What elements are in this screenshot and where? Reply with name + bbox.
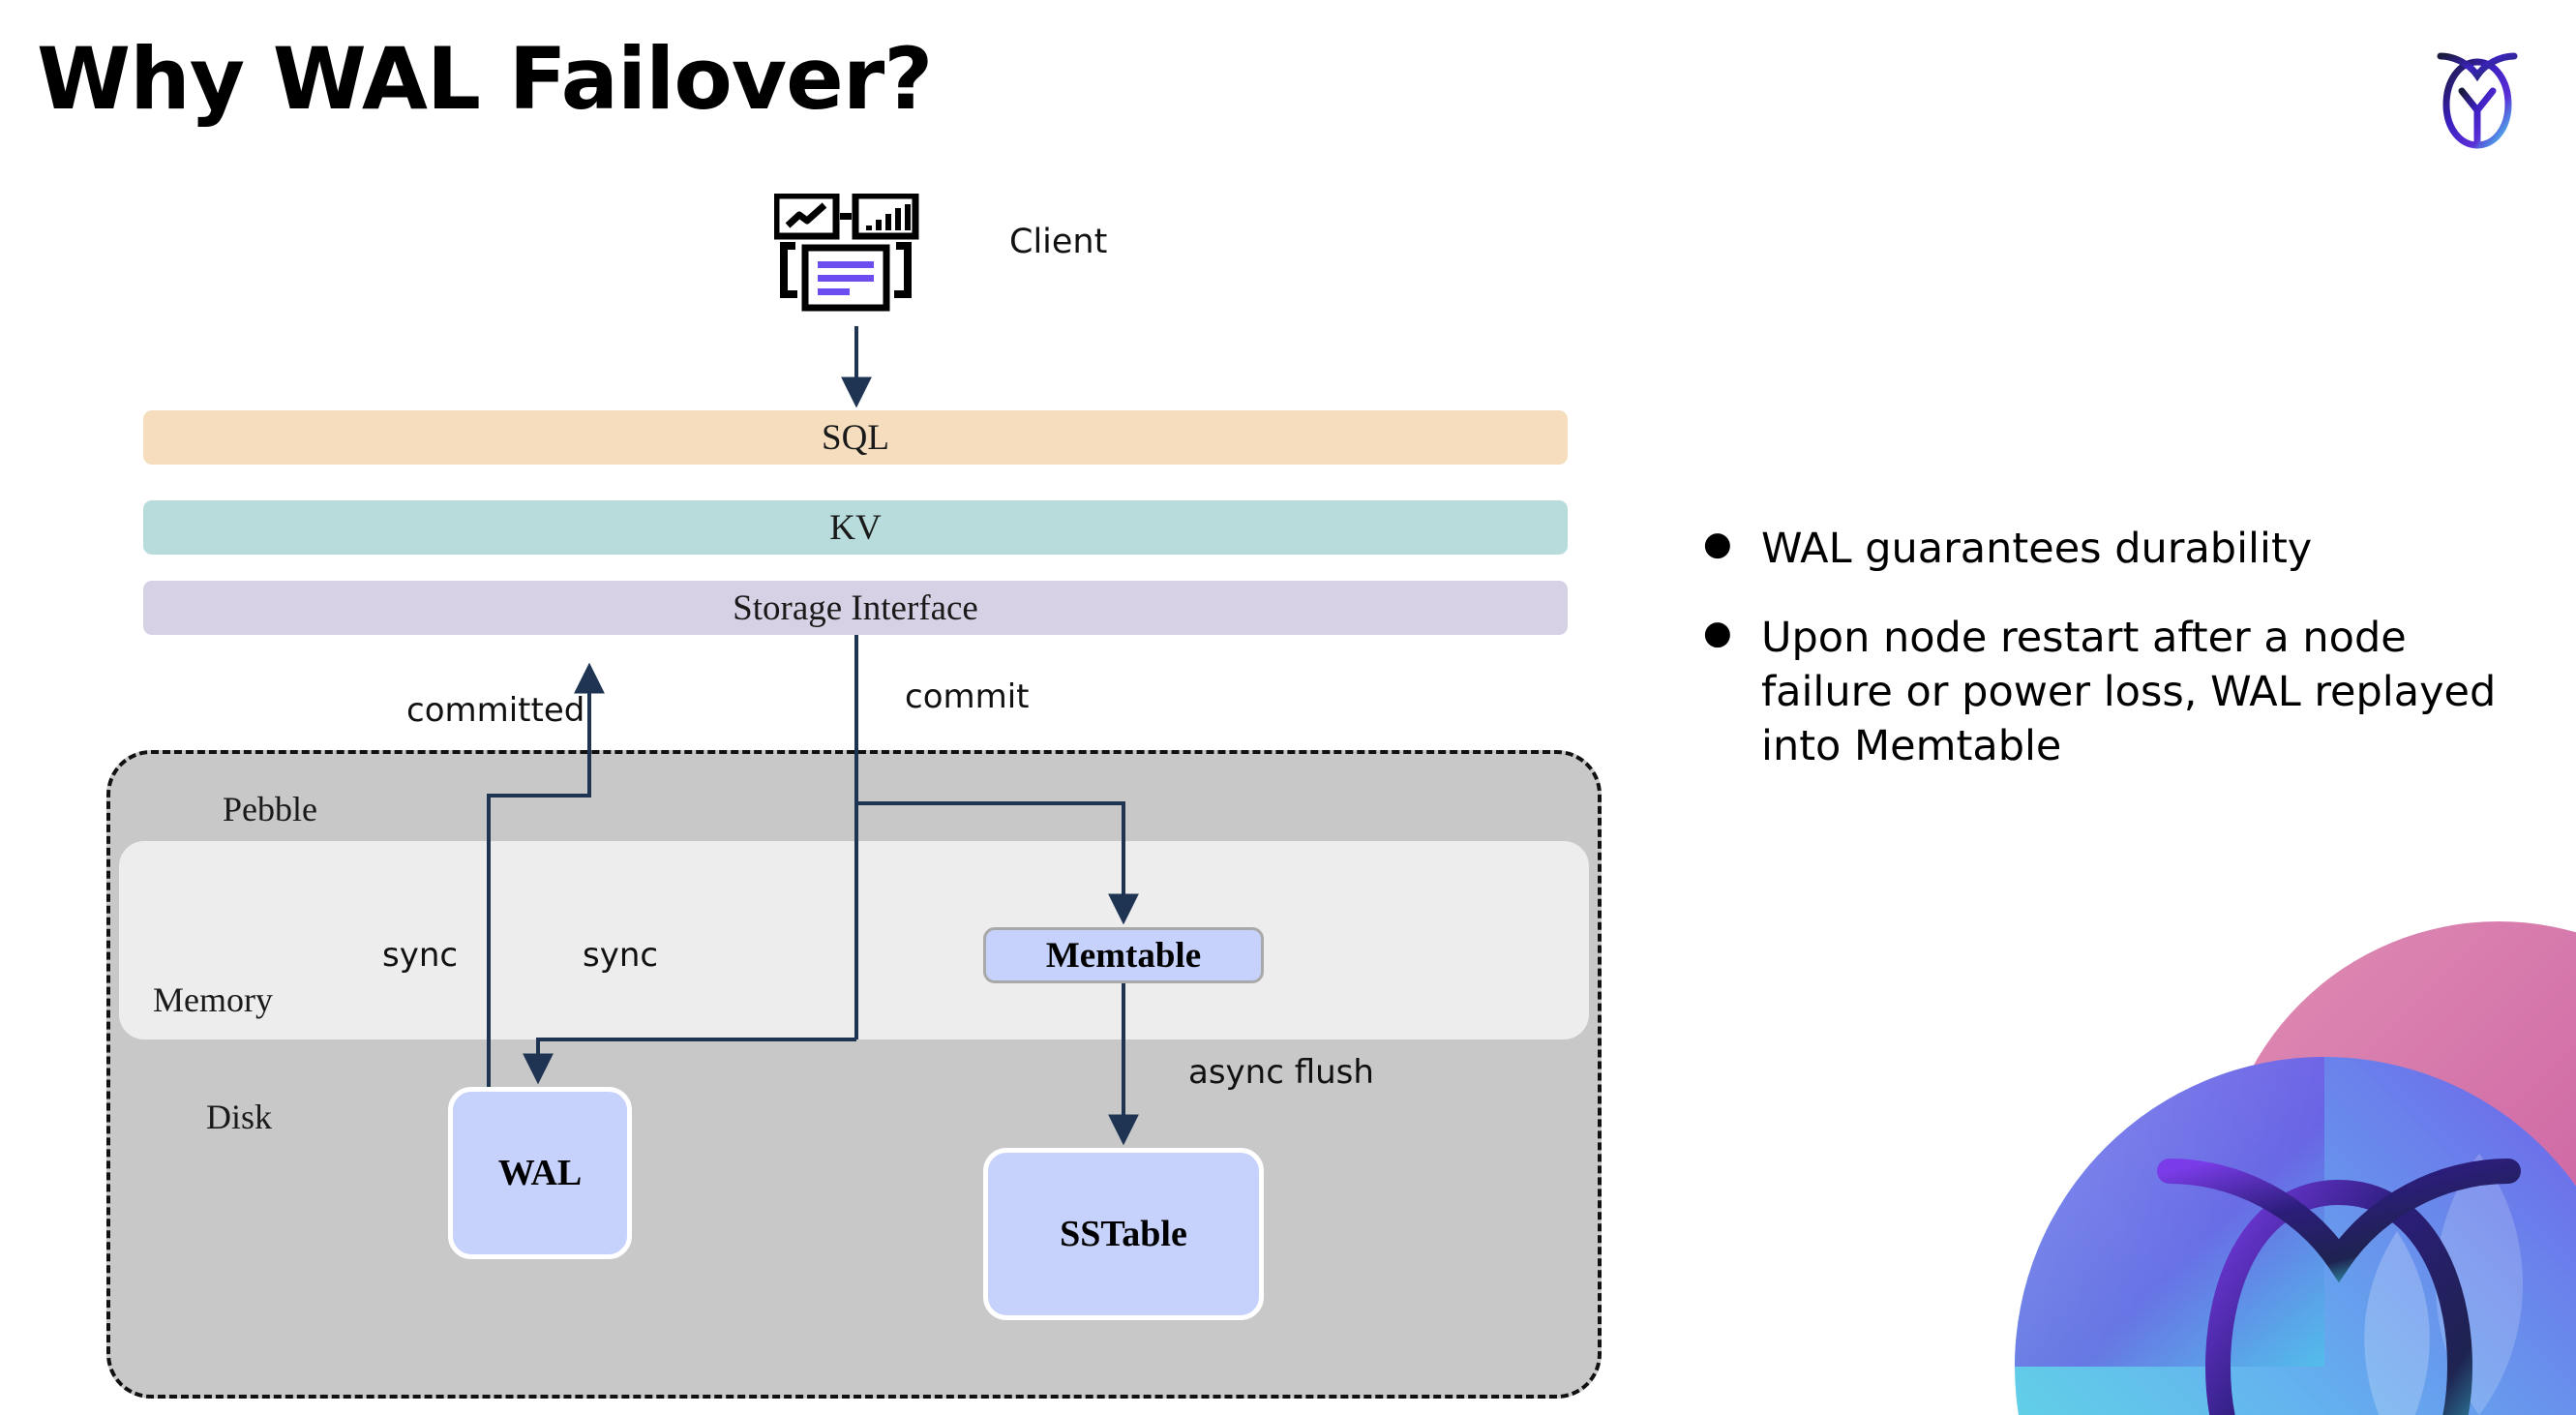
layer-bar-kv-label: KV [829,507,882,548]
memory-region [119,841,1589,1039]
node-wal: WAL [448,1087,632,1259]
bullet-marker-icon: ● [1703,525,1732,563]
list-item: ● WAL guarantees durability [1703,523,2516,577]
bullet-marker-icon: ● [1703,613,1732,652]
page-title: Why WAL Failover? [37,29,933,129]
edge-label-sync-2: sync [583,936,659,975]
cockroachdb-leaf-watermark-icon [2015,921,2576,1415]
edge-label-async-flush: async flush [1188,1053,1374,1092]
layer-bar-kv: KV [143,500,1568,555]
edge-label-committed: committed [406,691,585,730]
bullet-text: WAL guarantees durability [1761,525,2313,573]
node-memtable: Memtable [983,927,1264,983]
node-wal-label: WAL [497,1153,583,1193]
bullet-text: Upon node restart after a node failure o… [1761,613,2497,770]
edge-label-commit: commit [905,677,1030,716]
node-memtable-label: Memtable [1045,935,1202,976]
layer-bar-sql-label: SQL [822,417,889,458]
pebble-label: Pebble [223,790,317,828]
cockroachdb-leaf-logo-icon [2437,52,2518,149]
layer-bar-storage-interface-label: Storage Interface [733,587,978,628]
disk-label: Disk [206,1098,273,1136]
layer-bar-storage-interface: Storage Interface [143,581,1568,635]
node-sstable-label: SSTable [1060,1214,1187,1254]
edge-label-sync-1: sync [382,936,459,975]
client-dashboard-icon [774,194,919,312]
memory-label: Memory [153,980,273,1019]
bullet-list: ● WAL guarantees durability ● Upon node … [1703,523,2516,809]
node-sstable: SSTable [983,1148,1264,1320]
list-item: ● Upon node restart after a node failure… [1703,612,2516,774]
client-label: Client [1009,223,1108,261]
layer-bar-sql: SQL [143,410,1568,465]
